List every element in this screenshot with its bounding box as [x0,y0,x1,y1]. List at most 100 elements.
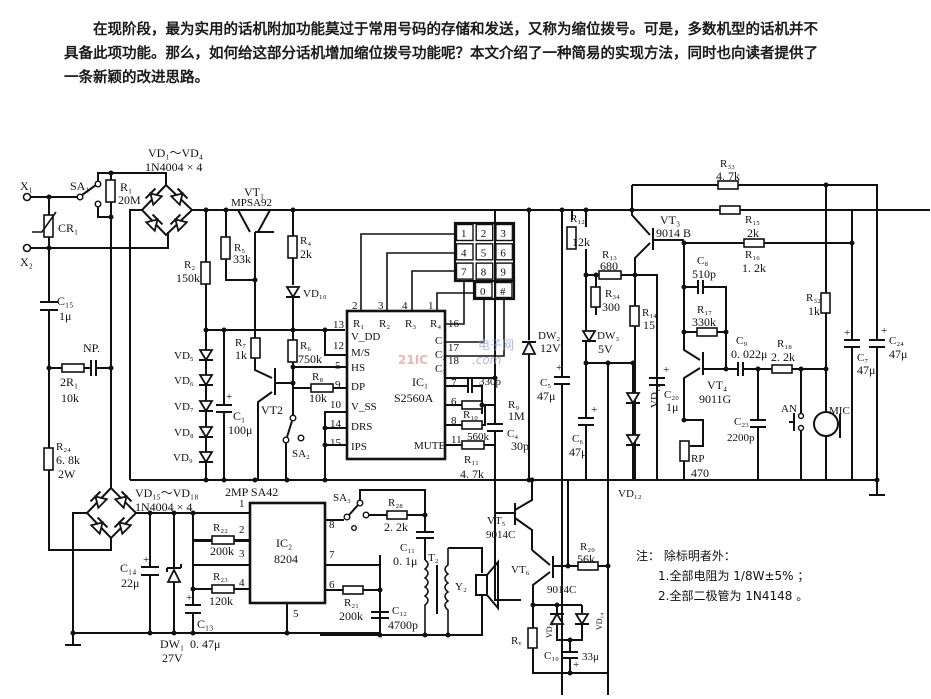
resistor-r17: R₁₇ 330k [683,287,726,337]
speaker-y2: Y₂ [320,559,499,636]
svg-text:8: 8 [451,415,457,427]
diode-string-vd5-vd9: VD₅ VD₆ VD₇ VD₈ VD₉ [173,330,214,480]
button-an: AN [781,369,805,480]
keypad-key [475,223,494,242]
svg-text:12V: 12V [540,341,561,355]
svg-text:1k: 1k [235,348,247,362]
keypad-key-label: 7 [461,267,467,279]
keypad-key-label: # [500,286,506,298]
potentiometer-rp: RP 470 [679,419,709,480]
svg-text:1μ: 1μ [59,309,71,323]
capacitor-c23: C₂₃ 2200p [727,369,766,480]
watermark: 21IC 电子网 .com [398,338,514,367]
svg-text:27V: 27V [162,651,183,665]
svg-text:SA₂: SA₂ [292,448,310,460]
svg-text:510p: 510p [692,267,716,281]
svg-text:C₁₁: C₁₁ [400,542,415,554]
svg-text:SA₁: SA₁ [70,179,90,193]
svg-text:680: 680 [600,259,618,273]
svg-text:VT₅: VT₅ [487,515,506,527]
svg-text:VD₆: VD₆ [174,375,194,387]
svg-text:200k: 200k [210,544,234,558]
svg-text:R₈: R₈ [312,371,323,383]
keypad-key [475,243,494,261]
svg-text:1k: 1k [808,304,820,318]
svg-text:7: 7 [329,549,335,561]
intro-paragraph: 在现阶段，最为实用的话机附加功能莫过于常用号码的存储和发送，又称为缩位拨号。可是… [64,18,824,90]
keypad-key [475,262,494,280]
keypad-key-label: 0 [480,286,486,298]
svg-text:VT₄: VT₄ [707,378,727,392]
svg-text:7: 7 [451,377,457,389]
notes-item-1: 1.全部电阻为 1/8W±5% ； [658,569,810,583]
resistor-r20: R₂₀ 56k [568,541,608,571]
resistor-r22: R₂₂ 200k [192,513,250,558]
svg-text:0. 1μ: 0. 1μ [393,554,417,568]
resistor-r28: R₂₈ 2. 2k [369,497,425,534]
svg-text:C₄: C₄ [507,428,518,440]
svg-text:47μ: 47μ [537,389,555,403]
terminal-x2: X₂ [20,243,33,269]
capacitor-c6: + C₆ 47μ [569,363,597,480]
svg-text:C₁₃: C₁₃ [197,617,213,631]
ic2-8204: IC₂ 8204 1 2 3 4 5 6 7 8 [239,498,335,620]
svg-text:SA₃: SA₃ [333,492,351,504]
svg-text:47μ: 47μ [569,445,587,459]
svg-text:C₇: C₇ [857,352,868,364]
zener-dw3: DW₃ 5V [581,275,619,363]
resistor-r32: R₃₂ 1k [806,185,831,369]
svg-text:+: + [556,362,562,374]
svg-text:9011G: 9011G [699,392,732,406]
svg-text:C₅: C₅ [540,377,551,389]
svg-text:RP: RP [691,453,704,465]
transformer-t2: T₂ [423,547,483,635]
svg-text:150k: 150k [176,271,200,285]
svg-text:VD₅: VD₅ [174,350,194,362]
svg-text:DW₃: DW₃ [597,330,619,342]
svg-text:5V: 5V [598,342,613,356]
notes-item-2: 2.全部二极管为 1N4148 。 [658,589,809,603]
svg-text:17: 17 [448,342,460,354]
capacitor-c11: C₁₁ 0. 1μ [393,515,434,568]
keypad-key-label: 1 [461,228,467,240]
svg-text:13: 13 [333,319,345,331]
resistor-r9: R₉ 1M [445,399,525,423]
svg-text:VD₁～VD₄: VD₁～VD₄ [148,146,203,160]
svg-text:56k: 56k [577,552,595,566]
keypad-key-label: 3 [500,228,506,240]
keypad-key-label: 8 [481,267,487,279]
svg-text:470: 470 [691,466,709,480]
svg-text:R₁₅: R₁₅ [745,214,760,226]
svg-text:5: 5 [335,360,341,372]
keypad-key [455,243,474,261]
svg-text:14: 14 [330,418,342,430]
svg-text:R₂₁: R₂₁ [344,597,359,609]
terminal-x1: X₁ [20,179,33,202]
svg-text:V_DD: V_DD [351,331,380,343]
svg-text:VD₁₂: VD₁₂ [618,488,642,500]
svg-text:VT2: VT2 [261,403,283,417]
diodes-vd13-vd14: VD₁₃ VD₁₄ [545,605,604,641]
svg-text:C₂: C₂ [435,349,446,361]
svg-text:6: 6 [329,579,335,591]
svg-text:NP.: NP. [83,341,100,355]
svg-text:DRS: DRS [351,421,372,433]
resistor-r7: R₇ 1k [235,330,273,379]
svg-text:18: 18 [448,355,460,367]
svg-text:9014C: 9014C [486,529,515,541]
svg-text:R₄: R₄ [300,235,311,247]
capacitor-c5: + C₅ 47μ [537,210,570,695]
notes-block: 注： 除标明者外： 1.全部电阻为 1/8W±5% ； 2.全部二极管为 1N4… [636,546,809,606]
svg-text:MIC: MIC [829,405,850,417]
svg-text:R₁₇: R₁₇ [697,304,712,316]
svg-text:9: 9 [335,379,341,391]
svg-text:.com: .com [472,353,501,367]
svg-text:R₃₄: R₃₄ [605,288,620,300]
svg-text:33μ: 33μ [582,651,599,663]
svg-text:C₁₅: C₁₅ [57,294,73,308]
svg-text:11: 11 [451,434,462,446]
svg-text:2. 2k: 2. 2k [771,350,795,364]
svg-text:VD₁₅～VD₁₈: VD₁₅～VD₁₈ [135,486,198,500]
svg-text:Y₂: Y₂ [455,581,467,593]
svg-text:Rᵥ: Rᵥ [511,635,522,647]
